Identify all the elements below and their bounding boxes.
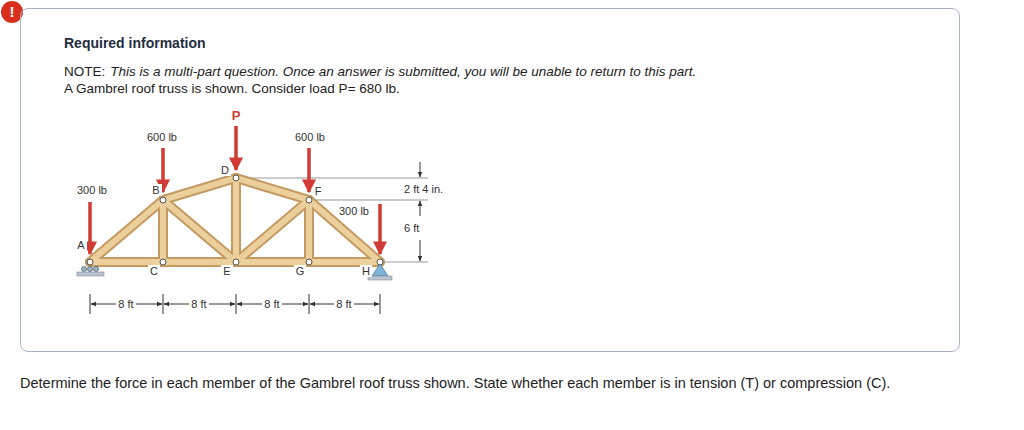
roller-support [77, 267, 104, 277]
joint-label: A [75, 239, 86, 252]
load-label: 300 lb [337, 205, 371, 218]
info-panel: Required informationNOTE: This is a multi… [20, 8, 960, 352]
dimension-label: 2 ft 4 in. [402, 183, 445, 196]
joint-pins [87, 175, 383, 265]
note-line: NOTE: This is a multi-part question. Once… [64, 64, 959, 79]
note-label: NOTE: [64, 64, 105, 79]
dimension-label: 6 ft [402, 222, 421, 235]
note-text: This is a multi-part question. Once an a… [110, 64, 696, 79]
joint-label: F [313, 185, 324, 198]
joint-label: H [360, 265, 372, 278]
joint-label: B [150, 184, 161, 197]
joint-label: G [294, 265, 307, 278]
load-label: 300 lb [75, 184, 109, 197]
problem-statement: A Gambrel roof truss is shown. Consider … [64, 81, 959, 96]
dimension-label: 8 ft [189, 298, 208, 311]
load-arrows [90, 126, 380, 254]
load-label: 600 lb [145, 131, 179, 144]
joint-label: C [148, 265, 160, 278]
dimension-label: 8 ft [116, 298, 135, 311]
dimension-label: 8 ft [334, 298, 353, 311]
alert-mark: ! [10, 3, 15, 20]
question-text: Determine the force in each member of th… [20, 375, 1010, 392]
span-dimensions [90, 294, 380, 314]
load-label: 600 lb [293, 131, 327, 144]
load-label: P [230, 109, 243, 124]
height-dimensions [420, 162, 421, 261]
joint-label: E [221, 265, 232, 278]
truss-members [90, 178, 380, 262]
joint-label: D [219, 164, 231, 177]
panel-heading: Required information [64, 35, 959, 51]
dimension-label: 8 ft [262, 298, 281, 311]
